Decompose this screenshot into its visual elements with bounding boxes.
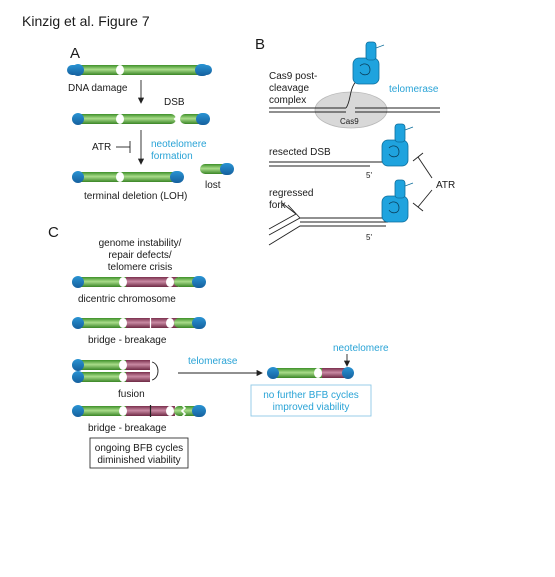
chromosome-dicentric — [72, 276, 206, 288]
neotelomere-formation-label-1: neotelomere — [151, 139, 207, 150]
neotelomere-label: neotelomere — [333, 343, 389, 354]
cas9-complex-label-3: complex — [269, 95, 306, 106]
panel-a-letter: A — [70, 45, 80, 62]
panel-c-letter: C — [48, 224, 59, 241]
atr-inhibit-b — [412, 152, 433, 212]
cas9-dna-strands — [269, 77, 440, 113]
chromosome-dsb — [72, 112, 210, 126]
cas9-complex-label-1: Cas9 post- — [269, 71, 317, 82]
no-further-bfb-box — [250, 384, 372, 417]
genome-instability-label-1: genome instability/ — [99, 238, 182, 249]
panel-b-letter: B — [255, 36, 265, 53]
neotelomere-formation-label-2: formation — [151, 151, 193, 162]
regressed-fork-label-1: regressed — [269, 188, 313, 199]
telomerase-enzyme-2 — [381, 123, 414, 167]
bridge-breakage-label-2: bridge - breakage — [88, 423, 167, 434]
regressed-fork-strands — [268, 202, 388, 246]
resected-dsb-label: resected DSB — [269, 147, 331, 158]
regressed-fork-label-2: fork — [269, 200, 287, 211]
atr-label-b: ATR — [436, 180, 455, 191]
telomerase-enzyme-1 — [352, 41, 385, 85]
no-further-label-2: improved viability — [273, 402, 350, 413]
chromosome-bridge-breakage-1 — [72, 317, 206, 329]
dicentric-label: dicentric chromosome — [78, 294, 176, 305]
chromosome-fusion — [72, 359, 159, 383]
bridge-breakage-label-1: bridge - breakage — [88, 335, 167, 346]
figure-title: Kinzig et al. Figure 7 — [22, 13, 150, 29]
cas9-label: Cas9 — [340, 117, 359, 126]
five-prime-label-2: 5' — [366, 233, 372, 242]
chromosome-bridge-breakage-2 — [72, 404, 206, 418]
no-further-label-1: no further BFB cycles — [263, 390, 359, 401]
fusion-label: fusion — [118, 389, 145, 400]
ongoing-label-1: ongoing BFB cycles — [95, 443, 183, 454]
genome-instability-label-2: repair defects/ — [108, 250, 172, 261]
genome-instability-label-3: telomere crisis — [108, 262, 172, 273]
terminal-deletion-label: terminal deletion (LOH) — [84, 191, 187, 202]
five-prime-label-1: 5' — [366, 171, 372, 180]
telomerase-label-c: telomerase — [188, 356, 238, 367]
chromosome-neotelomere — [267, 367, 354, 379]
telomerase-enzyme-3 — [381, 179, 414, 223]
dsb-label: DSB — [164, 97, 185, 108]
lost-label: lost — [205, 180, 221, 191]
ongoing-bfb-box — [89, 437, 189, 469]
ongoing-label-2: diminished viability — [97, 455, 180, 466]
resected-dsb-strands — [269, 161, 388, 167]
lost-fragment — [200, 163, 234, 175]
chromosome-intact — [67, 64, 212, 76]
chromosome-terminal-deletion — [72, 171, 184, 183]
telomerase-label-b: telomerase — [389, 84, 439, 95]
atr-label-a: ATR — [92, 142, 111, 153]
cas9-complex-label-2: cleavage — [269, 83, 309, 94]
dna-damage-label: DNA damage — [68, 83, 128, 94]
